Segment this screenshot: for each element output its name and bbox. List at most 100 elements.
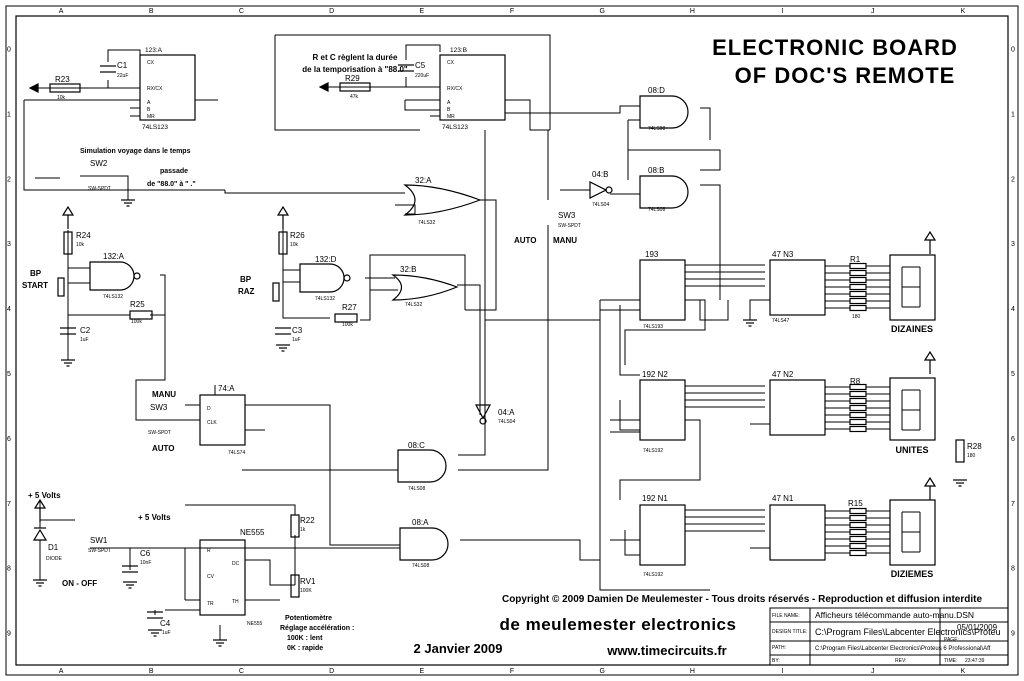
u08a-type: 74LS08	[412, 563, 429, 569]
pin-label: A	[147, 100, 151, 106]
grid-row-label: 5	[1011, 371, 1015, 378]
ic-123b-label: 123:B	[450, 47, 467, 54]
title-line-2: OF DOC'S REMOTE	[735, 63, 956, 88]
pin-label: MR	[147, 114, 155, 120]
grid-row-label: 9	[1011, 631, 1015, 638]
grid-col-label: F	[510, 8, 514, 15]
footer: Copyright © 2009 Damien De Meulemester -…	[414, 594, 1009, 666]
design-title-label: DESIGN TITLE:	[772, 629, 807, 635]
segment-resistor	[849, 549, 867, 557]
segment-resistor	[849, 411, 867, 419]
u132a-label: 132:A	[103, 252, 125, 261]
grid-col-label: B	[149, 668, 154, 675]
grid-col-label: D	[329, 8, 334, 15]
ne555-type: NE555	[247, 621, 263, 627]
r28-label: R28	[967, 442, 982, 451]
u08a-label: 08:A	[412, 518, 429, 527]
r28-value: 180	[967, 453, 976, 459]
d1-label: D1	[48, 543, 59, 552]
sheet-frame	[5, 5, 1019, 676]
pin-label: CV	[207, 574, 215, 580]
c6-value: 10nF	[140, 560, 151, 566]
segment-resistor	[849, 418, 867, 426]
date-value: 05/01/2009	[957, 623, 998, 632]
grid-col-label: A	[59, 668, 64, 675]
grid-row-label: 1	[1011, 111, 1015, 118]
vcc-arrow	[61, 205, 75, 229]
plus5-label-1: + 5 Volts	[28, 491, 61, 500]
pot-note-4: 0K : rapide	[287, 645, 323, 652]
r1-label: R1	[850, 255, 861, 264]
segment-resistor	[849, 283, 867, 291]
u08c-label: 08:C	[408, 441, 425, 450]
ground-symbol	[123, 581, 137, 589]
c4-label: C4	[160, 619, 171, 628]
pot-note-1: Potentiomètre	[285, 615, 332, 622]
segment-resistor	[849, 404, 867, 412]
u32a-type: 74LS32	[418, 220, 435, 226]
grid-col-label: I	[782, 8, 784, 15]
n3-label: 47 N3	[772, 250, 794, 259]
grid-row-label: 0	[1011, 46, 1015, 53]
ne555-label: NE555	[240, 528, 265, 537]
ground-symbol	[61, 359, 75, 367]
time-label: TIME:	[944, 658, 957, 664]
r15-label: R15	[848, 499, 863, 508]
ic-123a-type: 74LS123	[142, 124, 168, 131]
segment-resistor	[849, 514, 867, 522]
grid-col-label: F	[510, 668, 514, 675]
rc-note-1: R et C règlent la durée	[313, 53, 398, 62]
pin-label: RX/CX	[447, 86, 463, 92]
pin-label: B	[447, 107, 451, 113]
vcc-arrow	[276, 205, 290, 229]
unites-label: UNITES	[895, 445, 928, 455]
footer-date: 2 Janvier 2009	[414, 641, 503, 656]
u08b-label: 08:B	[648, 166, 664, 175]
segment-resistor	[849, 276, 867, 284]
c2-label: C2	[80, 326, 91, 335]
rc-note-2: de la temporisation à "88.0"	[302, 65, 408, 74]
c3-label: C3	[292, 326, 303, 335]
c192n2-label: 192 N2	[642, 370, 668, 379]
grid-row-label: 5	[7, 371, 11, 378]
pin-label: CX	[447, 60, 455, 66]
grid-row-label: 9	[7, 631, 11, 638]
segment-resistor	[849, 390, 867, 398]
path: C:\Program Files\Labcenter Electronics\P…	[815, 646, 991, 652]
r1-value: 180	[852, 314, 861, 320]
vcc-arrow	[923, 476, 937, 500]
manu2-label: MANU	[152, 390, 176, 399]
c192n2-type: 74LS192	[643, 448, 663, 454]
segment-resistor	[849, 397, 867, 405]
u132d-label: 132:D	[315, 255, 337, 264]
r26-label: R26	[290, 231, 305, 240]
passage-2: de "88.0" à " ."	[147, 181, 196, 188]
grid-col-label: K	[961, 8, 966, 15]
bp-raz-1: BP	[240, 275, 252, 284]
pot-note-3: 100K : lent	[287, 635, 323, 642]
pin-label: D	[207, 406, 211, 412]
bp-start-2: START	[22, 281, 48, 290]
sw1-type: SW-SPDT	[88, 548, 111, 554]
n3-type: 74LS47	[772, 318, 789, 324]
ground-symbol	[953, 479, 967, 487]
auto-label: AUTO	[514, 236, 537, 245]
c193-label: 193	[645, 250, 659, 259]
c1-value: 22uF	[117, 73, 128, 79]
r29-value: 47k	[350, 94, 359, 100]
rv1-label: RV1	[300, 577, 316, 586]
r27-label: R27	[342, 303, 357, 312]
diziemes-label: DIZIEMES	[891, 569, 934, 579]
segment-resistor	[849, 297, 867, 305]
u04b-label: 04:B	[592, 170, 608, 179]
components	[28, 54, 967, 647]
labels: R et C règlent la durée de la temporisat…	[22, 47, 982, 652]
sw3a-type: SW-SPDT	[558, 223, 581, 229]
grid-col-label: E	[419, 8, 424, 15]
r29-label: R29	[345, 74, 360, 83]
grid-col-label: B	[149, 8, 154, 15]
grid-row-label: 8	[7, 566, 11, 573]
c193-type: 74LS193	[643, 324, 663, 330]
